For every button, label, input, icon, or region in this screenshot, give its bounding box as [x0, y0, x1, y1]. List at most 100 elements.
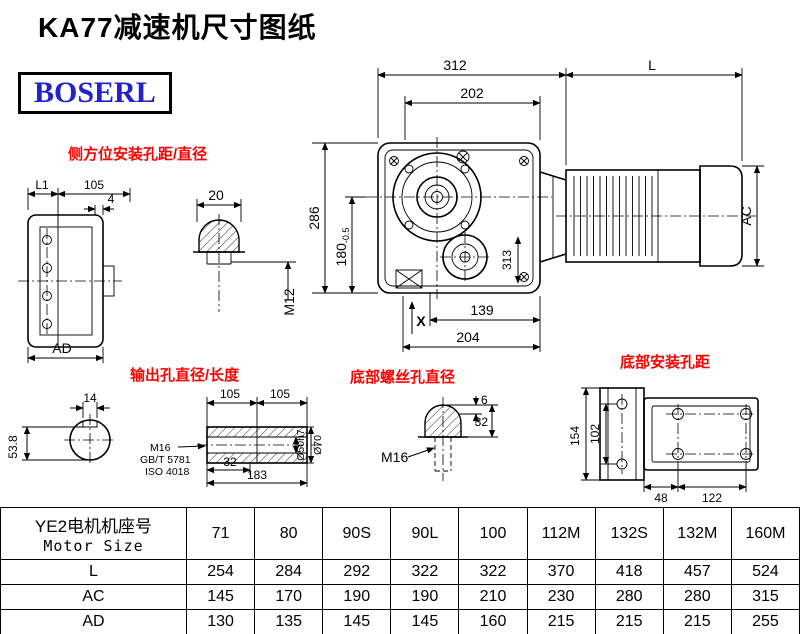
dim-312: 312 [443, 57, 467, 73]
table-cell: 145 [390, 609, 460, 634]
dim-204: 204 [456, 329, 480, 345]
table-row-AC: AC 145 170 190 190 210 230 280 280 315 [0, 584, 800, 610]
ref-x: X [416, 313, 426, 329]
table-cell: 280 [662, 584, 732, 610]
dim-202: 202 [460, 85, 484, 101]
table-cell: 292 [322, 559, 392, 585]
table-cell: 280 [594, 584, 664, 610]
table-cell: 254 [185, 559, 256, 585]
table-cell: 524 [730, 559, 800, 585]
table-cell: 370 [526, 559, 596, 585]
dimension-table: YE2电机机座号 Motor Size 71 80 90S 90L 100 11… [0, 507, 800, 634]
dim-14: 14 [83, 391, 97, 405]
base-mount-view: 154 102 48 122 [568, 387, 759, 505]
label-bottom-screw: 底部螺丝孔直径 [350, 368, 455, 386]
table-header-motor-size: YE2电机机座号 Motor Size [0, 507, 187, 560]
dim-122: 122 [702, 491, 722, 505]
dim-105-side: 105 [84, 178, 104, 192]
dim-AD: AD [52, 340, 71, 356]
label-m16-output: M16 [150, 442, 171, 454]
label-side-mount: 侧方位安装孔距/直径 [68, 145, 207, 163]
technical-drawing: 312 L 202 286 180-0.5 313 AC [6, 57, 764, 505]
table-col-header: 160M [730, 507, 800, 560]
callout-labels: 侧方位安装孔距/直径 输出孔直径/长度 底部螺丝孔直径 底部安装孔距 [68, 145, 710, 386]
table-cell: 284 [254, 559, 324, 585]
label-output-hole: 输出孔直径/长度 [130, 366, 240, 384]
table-cell: 145 [185, 584, 256, 610]
dim-286: 286 [306, 206, 322, 230]
dim-105b: 105 [270, 387, 290, 401]
side-view: L1 105 4 AD [18, 178, 131, 363]
table-cell: 130 [185, 609, 256, 634]
table-col-header: 90S [322, 507, 392, 560]
table-cell: 322 [390, 559, 460, 585]
motor-view [539, 165, 756, 267]
label-gbt: GB/T 5781 [140, 454, 191, 466]
dim-53-8: 53.8 [6, 435, 20, 459]
dim-M12: M12 [281, 288, 297, 315]
table-col-header: 80 [254, 507, 324, 560]
table-col-header: 100 [458, 507, 528, 560]
table-cell: 190 [322, 584, 392, 610]
row-label-AC: AC [0, 584, 187, 610]
dim-48: 48 [654, 491, 668, 505]
dim-154: 154 [568, 426, 582, 446]
dim-180: 180-0.5 [333, 228, 351, 267]
table-col-header: 112M [526, 507, 596, 560]
table-col-header: 71 [185, 507, 256, 560]
table-col-header: 132S [594, 507, 664, 560]
table-cell: 160 [458, 609, 528, 634]
table-cell: 170 [254, 584, 324, 610]
table-row-AD: AD 130 135 145 145 160 215 215 215 255 [0, 609, 800, 634]
table-cell: 315 [730, 584, 800, 610]
height-dimensions: 286 180-0.5 313 AC [306, 142, 764, 294]
table-header-cn: YE2电机机座号 [34, 517, 153, 536]
label-bottom-mount: 底部安装孔距 [620, 353, 710, 371]
label-iso: ISO 4018 [145, 466, 190, 478]
dim-313: 313 [500, 250, 514, 270]
dim-d50: Ø50h7 [295, 429, 307, 461]
bore-section-view: 14 53.8 [6, 391, 116, 466]
bottom-screw-detail: 6 32 M16 [381, 393, 498, 481]
row-label-AD: AD [0, 609, 187, 634]
dim-139: 139 [470, 302, 494, 318]
top-dimensions: 312 L 202 [377, 57, 743, 165]
main-front-view [366, 137, 552, 299]
table-cell: 322 [458, 559, 528, 585]
table-cell: 418 [594, 559, 664, 585]
table-col-header: 90L [390, 507, 460, 560]
table-header-row: YE2电机机座号 Motor Size 71 80 90S 90L 100 11… [0, 507, 800, 560]
table-cell: 190 [390, 584, 460, 610]
brand-logo: BOSERL [18, 72, 172, 114]
dim-105a: 105 [220, 387, 240, 401]
table-col-header: 132M [662, 507, 732, 560]
table-cell: 215 [594, 609, 664, 634]
label-m16-screw: M16 [381, 449, 408, 465]
dim-32-output: 32 [223, 455, 237, 469]
table-row-L: L 254 284 292 322 322 370 418 457 524 [0, 559, 800, 585]
table-cell: 255 [730, 609, 800, 634]
page-title: KA77减速机尺寸图纸 [38, 12, 317, 43]
row-label-L: L [0, 559, 187, 585]
dim-102: 102 [588, 424, 602, 444]
dim-20: 20 [208, 187, 224, 203]
table-cell: 215 [526, 609, 596, 634]
table-cell: 145 [322, 609, 392, 634]
output-shaft-view: 105 105 32 183 M16 GB/T 5781 ISO 4018 Ø5… [140, 387, 324, 487]
dim-L: L [648, 57, 656, 73]
table-cell: 457 [662, 559, 732, 585]
dim-32-screw: 32 [475, 415, 489, 429]
dim-4: 4 [108, 192, 115, 206]
table-cell: 230 [526, 584, 596, 610]
dim-L1: L1 [35, 178, 49, 192]
side-bolt-detail: 20 M12 [193, 187, 297, 316]
table-header-en: Motor Size [43, 537, 144, 555]
dim-6: 6 [481, 393, 488, 407]
table-cell: 215 [662, 609, 732, 634]
dim-183: 183 [247, 468, 267, 482]
table-cell: 210 [458, 584, 528, 610]
table-cell: 135 [254, 609, 324, 634]
dim-AC: AC [738, 206, 754, 225]
dim-d70: Ø70 [312, 435, 324, 455]
